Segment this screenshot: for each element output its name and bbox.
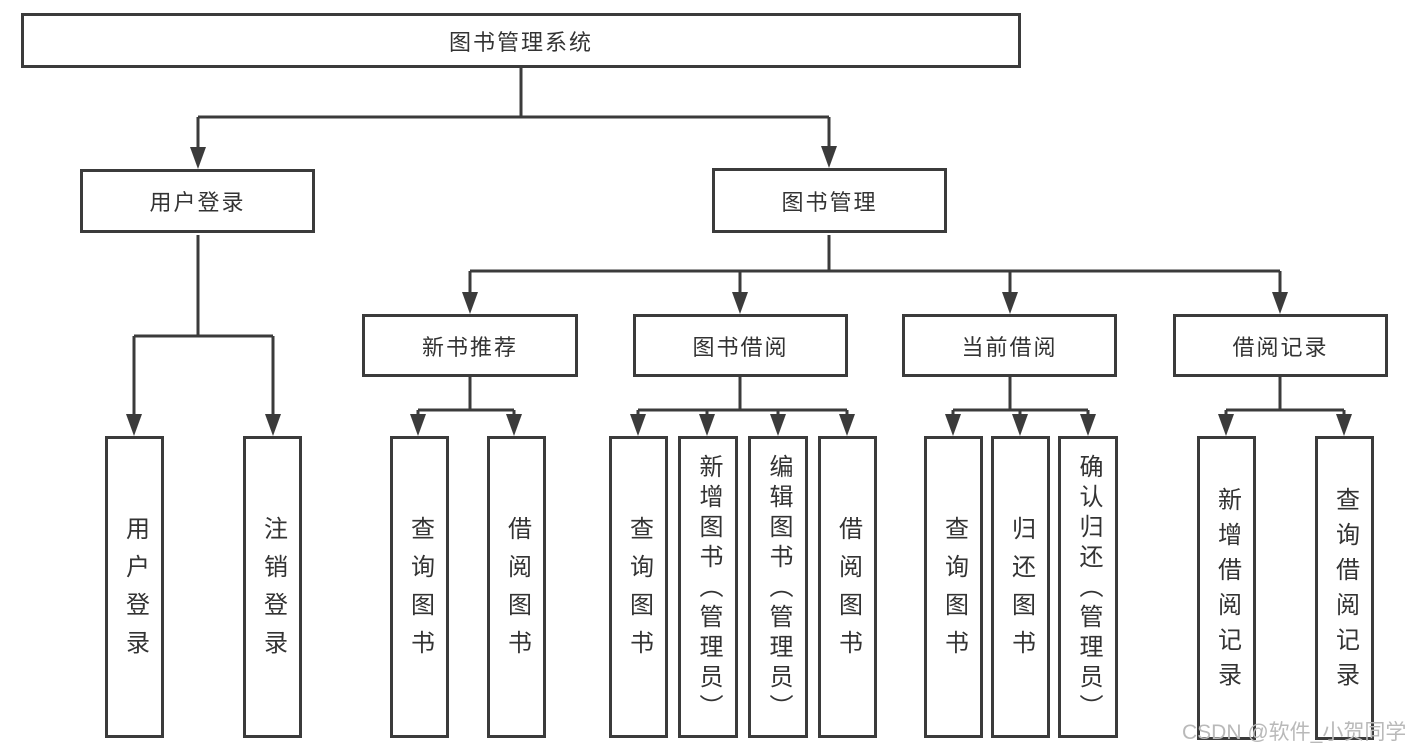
leaf-query-book-borrow: 查询图书 xyxy=(609,436,668,738)
leaf-query-book-current: 查询图书 xyxy=(924,436,983,738)
leaf-query-borrow-record: 查询借阅记录 xyxy=(1315,436,1374,740)
leaf-add-borrow-record: 新增借阅记录 xyxy=(1197,436,1256,740)
watermark: CSDN @软件_小贺同学 xyxy=(1182,721,1405,744)
leaf-borrow-book: 借阅图书 xyxy=(818,436,877,738)
connector-arrowheads xyxy=(126,146,1352,436)
leaf-logout-login: 注销登录 xyxy=(243,436,302,738)
node-current-borrow: 当前借阅 xyxy=(902,314,1117,377)
node-new-book-recommend: 新书推荐 xyxy=(362,314,578,377)
leaf-edit-book-admin: 编辑图书（管理员） xyxy=(748,436,808,738)
leaf-borrow-book-recommend: 借阅图书 xyxy=(487,436,546,738)
leaf-add-book-admin: 新增图书（管理员） xyxy=(678,436,738,738)
node-book-borrow: 图书借阅 xyxy=(633,314,848,377)
node-book-management: 图书管理 xyxy=(712,168,947,233)
leaf-query-book-recommend: 查询图书 xyxy=(390,436,449,738)
node-user-login: 用户登录 xyxy=(80,169,315,233)
leaf-confirm-return-admin: 确认归还（管理员） xyxy=(1058,436,1118,738)
leaf-user-login: 用户登录 xyxy=(105,436,164,738)
leaf-return-book: 归还图书 xyxy=(991,436,1050,738)
node-root: 图书管理系统 xyxy=(21,13,1021,68)
node-borrow-records: 借阅记录 xyxy=(1173,314,1388,377)
